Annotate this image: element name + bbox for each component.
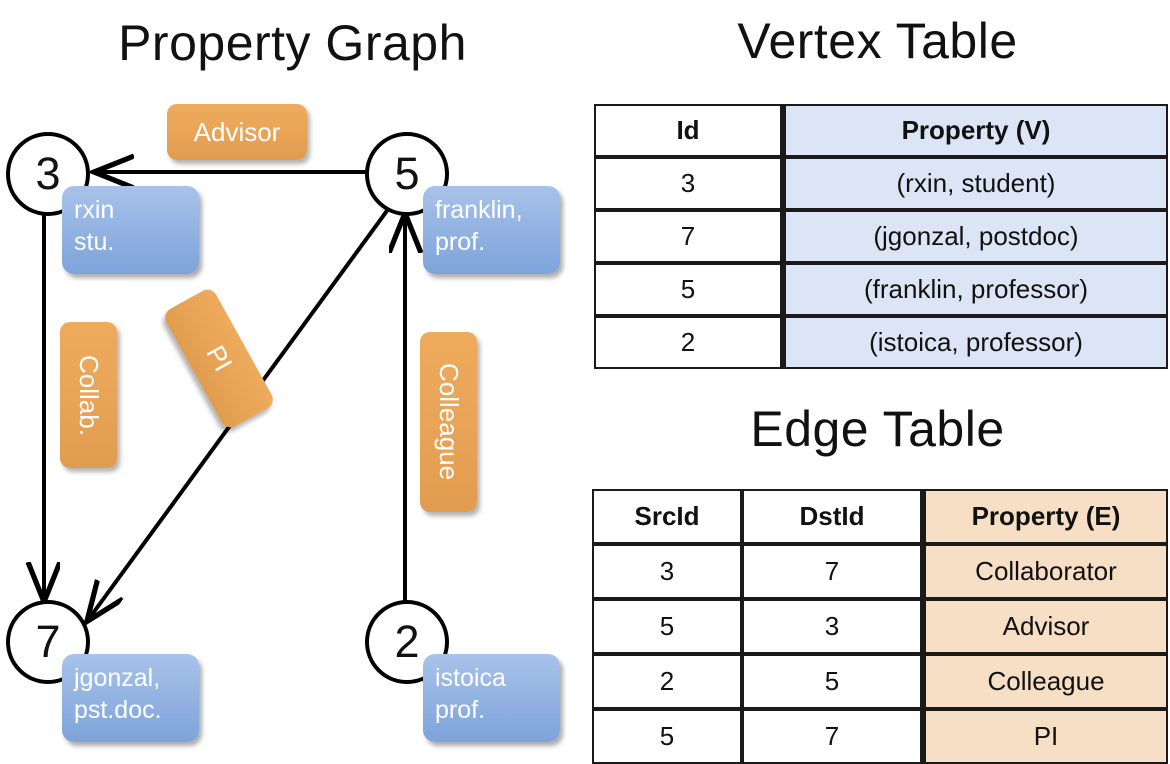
page-title-property-graph: Property Graph xyxy=(118,15,467,71)
table-row[interactable]: 3 7 Collaborator xyxy=(592,544,1168,599)
node-property-box-2[interactable]: istoica prof. xyxy=(423,654,560,742)
node-property-3-line2: stu. xyxy=(74,228,115,256)
edge-row-0-src: 3 xyxy=(592,544,742,599)
graph-node-5-label: 5 xyxy=(394,148,420,199)
vertex-row-0-id: 3 xyxy=(594,157,782,210)
node-property-7-line2: pst.doc. xyxy=(74,696,162,724)
table-row[interactable]: 5 7 PI xyxy=(592,709,1168,764)
vertex-table-header-id: Id xyxy=(594,104,782,157)
edge-label-advisor-text: Advisor xyxy=(193,116,281,147)
edge-label-collab[interactable]: Collab. xyxy=(60,322,117,468)
edge-row-0-property: Collaborator xyxy=(922,544,1168,599)
graph-node-2-label: 2 xyxy=(394,616,420,667)
edge-label-collab-text: Collab. xyxy=(74,354,104,436)
table-row[interactable]: 5 3 Advisor xyxy=(592,599,1168,654)
edge-table-header-property: Property (E) xyxy=(922,489,1168,544)
edge-label-pi-text: PI xyxy=(200,340,239,377)
edge-row-0-dst: 7 xyxy=(742,544,922,599)
vertex-row-2-id: 5 xyxy=(594,263,782,316)
table-row[interactable]: 2 (istoica, professor) xyxy=(594,316,1168,369)
vertex-row-0-property: (rxin, student) xyxy=(782,157,1168,210)
edge-row-2-dst: 5 xyxy=(742,654,922,709)
node-property-2-line1: istoica xyxy=(435,664,506,692)
node-property-box-3[interactable]: rxin stu. xyxy=(62,186,199,274)
edge-table: SrcId DstId Property (E) 3 7 Collaborato… xyxy=(592,489,1168,764)
property-graph-panel: 3 5 7 2 rxin stu. franklin, prof. jgonza… xyxy=(0,0,585,760)
node-property-3-line1: rxin xyxy=(74,196,115,224)
edge-row-1-property: Advisor xyxy=(922,599,1168,654)
table-row[interactable]: 2 5 Colleague xyxy=(592,654,1168,709)
edge-row-1-src: 5 xyxy=(592,599,742,654)
node-property-7-line1: jgonzal, xyxy=(74,664,161,692)
edge-row-3-property: PI xyxy=(922,709,1168,764)
edge-row-3-src: 5 xyxy=(592,709,742,764)
vertex-table-header-property: Property (V) xyxy=(782,104,1168,157)
node-property-box-5[interactable]: franklin, prof. xyxy=(423,186,560,274)
vertex-row-1-id: 7 xyxy=(594,210,782,263)
edge-row-3-dst: 7 xyxy=(742,709,922,764)
vertex-row-2-property: (franklin, professor) xyxy=(782,263,1168,316)
node-property-2-line2: prof. xyxy=(435,696,486,724)
edge-row-2-src: 2 xyxy=(592,654,742,709)
node-property-box-7[interactable]: jgonzal, pst.doc. xyxy=(62,654,199,742)
edge-table-header-srcid: SrcId xyxy=(592,489,742,544)
vertex-row-3-property: (istoica, professor) xyxy=(782,316,1168,369)
graph-node-7-label: 7 xyxy=(35,616,61,667)
edge-label-colleague[interactable]: Colleague xyxy=(420,332,477,512)
vertex-table: Id Property (V) 3 (rxin, student) 7 (jgo… xyxy=(594,104,1168,369)
edge-table-header-dstid: DstId xyxy=(742,489,922,544)
graph-node-2[interactable]: 2 xyxy=(365,600,449,684)
edge-table-header-row: SrcId DstId Property (E) xyxy=(592,489,1168,544)
table-row[interactable]: 7 (jgonzal, postdoc) xyxy=(594,210,1168,263)
vertex-table-header-row: Id Property (V) xyxy=(594,104,1168,157)
page-title-vertex-table: Vertex Table xyxy=(737,13,1018,69)
table-row[interactable]: 5 (franklin, professor) xyxy=(594,263,1168,316)
node-property-5-line2: prof. xyxy=(435,228,486,256)
edge-row-2-property: Colleague xyxy=(922,654,1168,709)
node-property-5-line1: franklin, xyxy=(435,196,523,224)
vertex-row-3-id: 2 xyxy=(594,316,782,369)
page-title-edge-table: Edge Table xyxy=(750,401,1005,457)
table-row[interactable]: 3 (rxin, student) xyxy=(594,157,1168,210)
graph-node-3-label: 3 xyxy=(35,148,61,199)
vertex-row-1-property: (jgonzal, postdoc) xyxy=(782,210,1168,263)
edge-row-1-dst: 3 xyxy=(742,599,922,654)
edge-label-colleague-text: Colleague xyxy=(434,363,464,481)
edge-label-advisor[interactable]: Advisor xyxy=(167,104,307,160)
